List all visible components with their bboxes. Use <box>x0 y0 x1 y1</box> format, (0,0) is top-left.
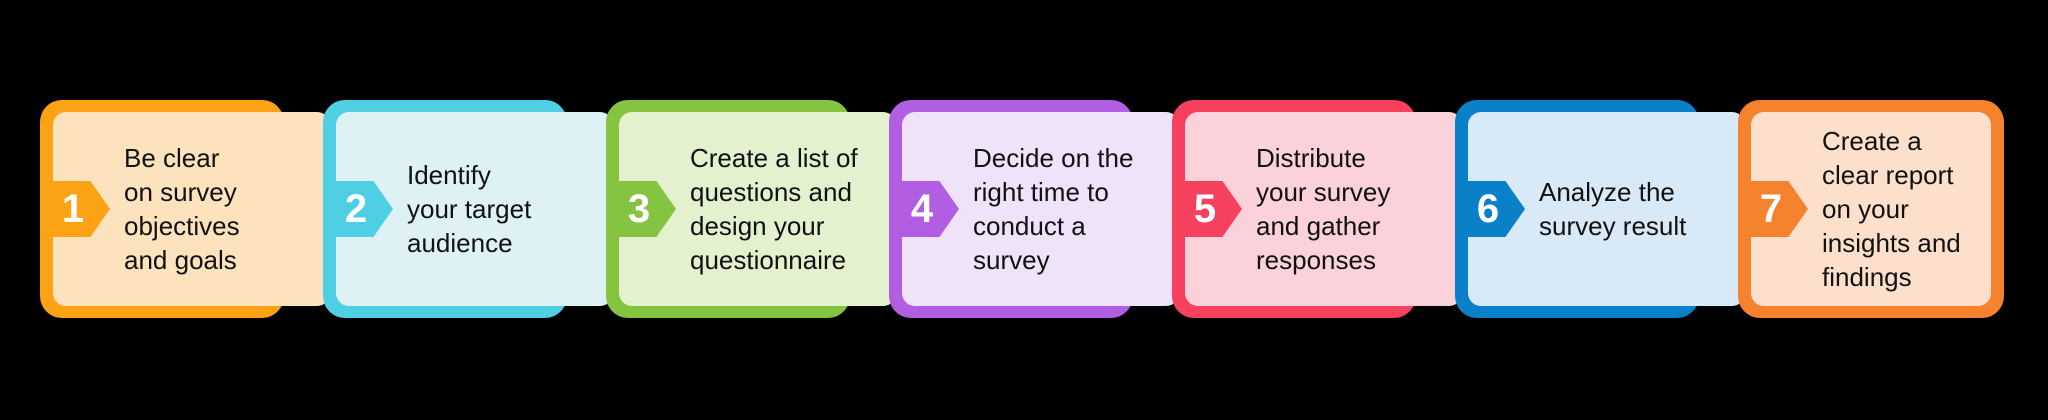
step-number: 2 <box>344 187 368 231</box>
step-number: 3 <box>627 187 651 231</box>
step-number: 1 <box>61 187 85 231</box>
step-number: 5 <box>1193 187 1217 231</box>
step-number: 4 <box>910 187 934 231</box>
step-number-badge: 6 <box>1455 181 1525 237</box>
step-number: 7 <box>1759 187 1783 231</box>
step-number: 6 <box>1476 187 1500 231</box>
